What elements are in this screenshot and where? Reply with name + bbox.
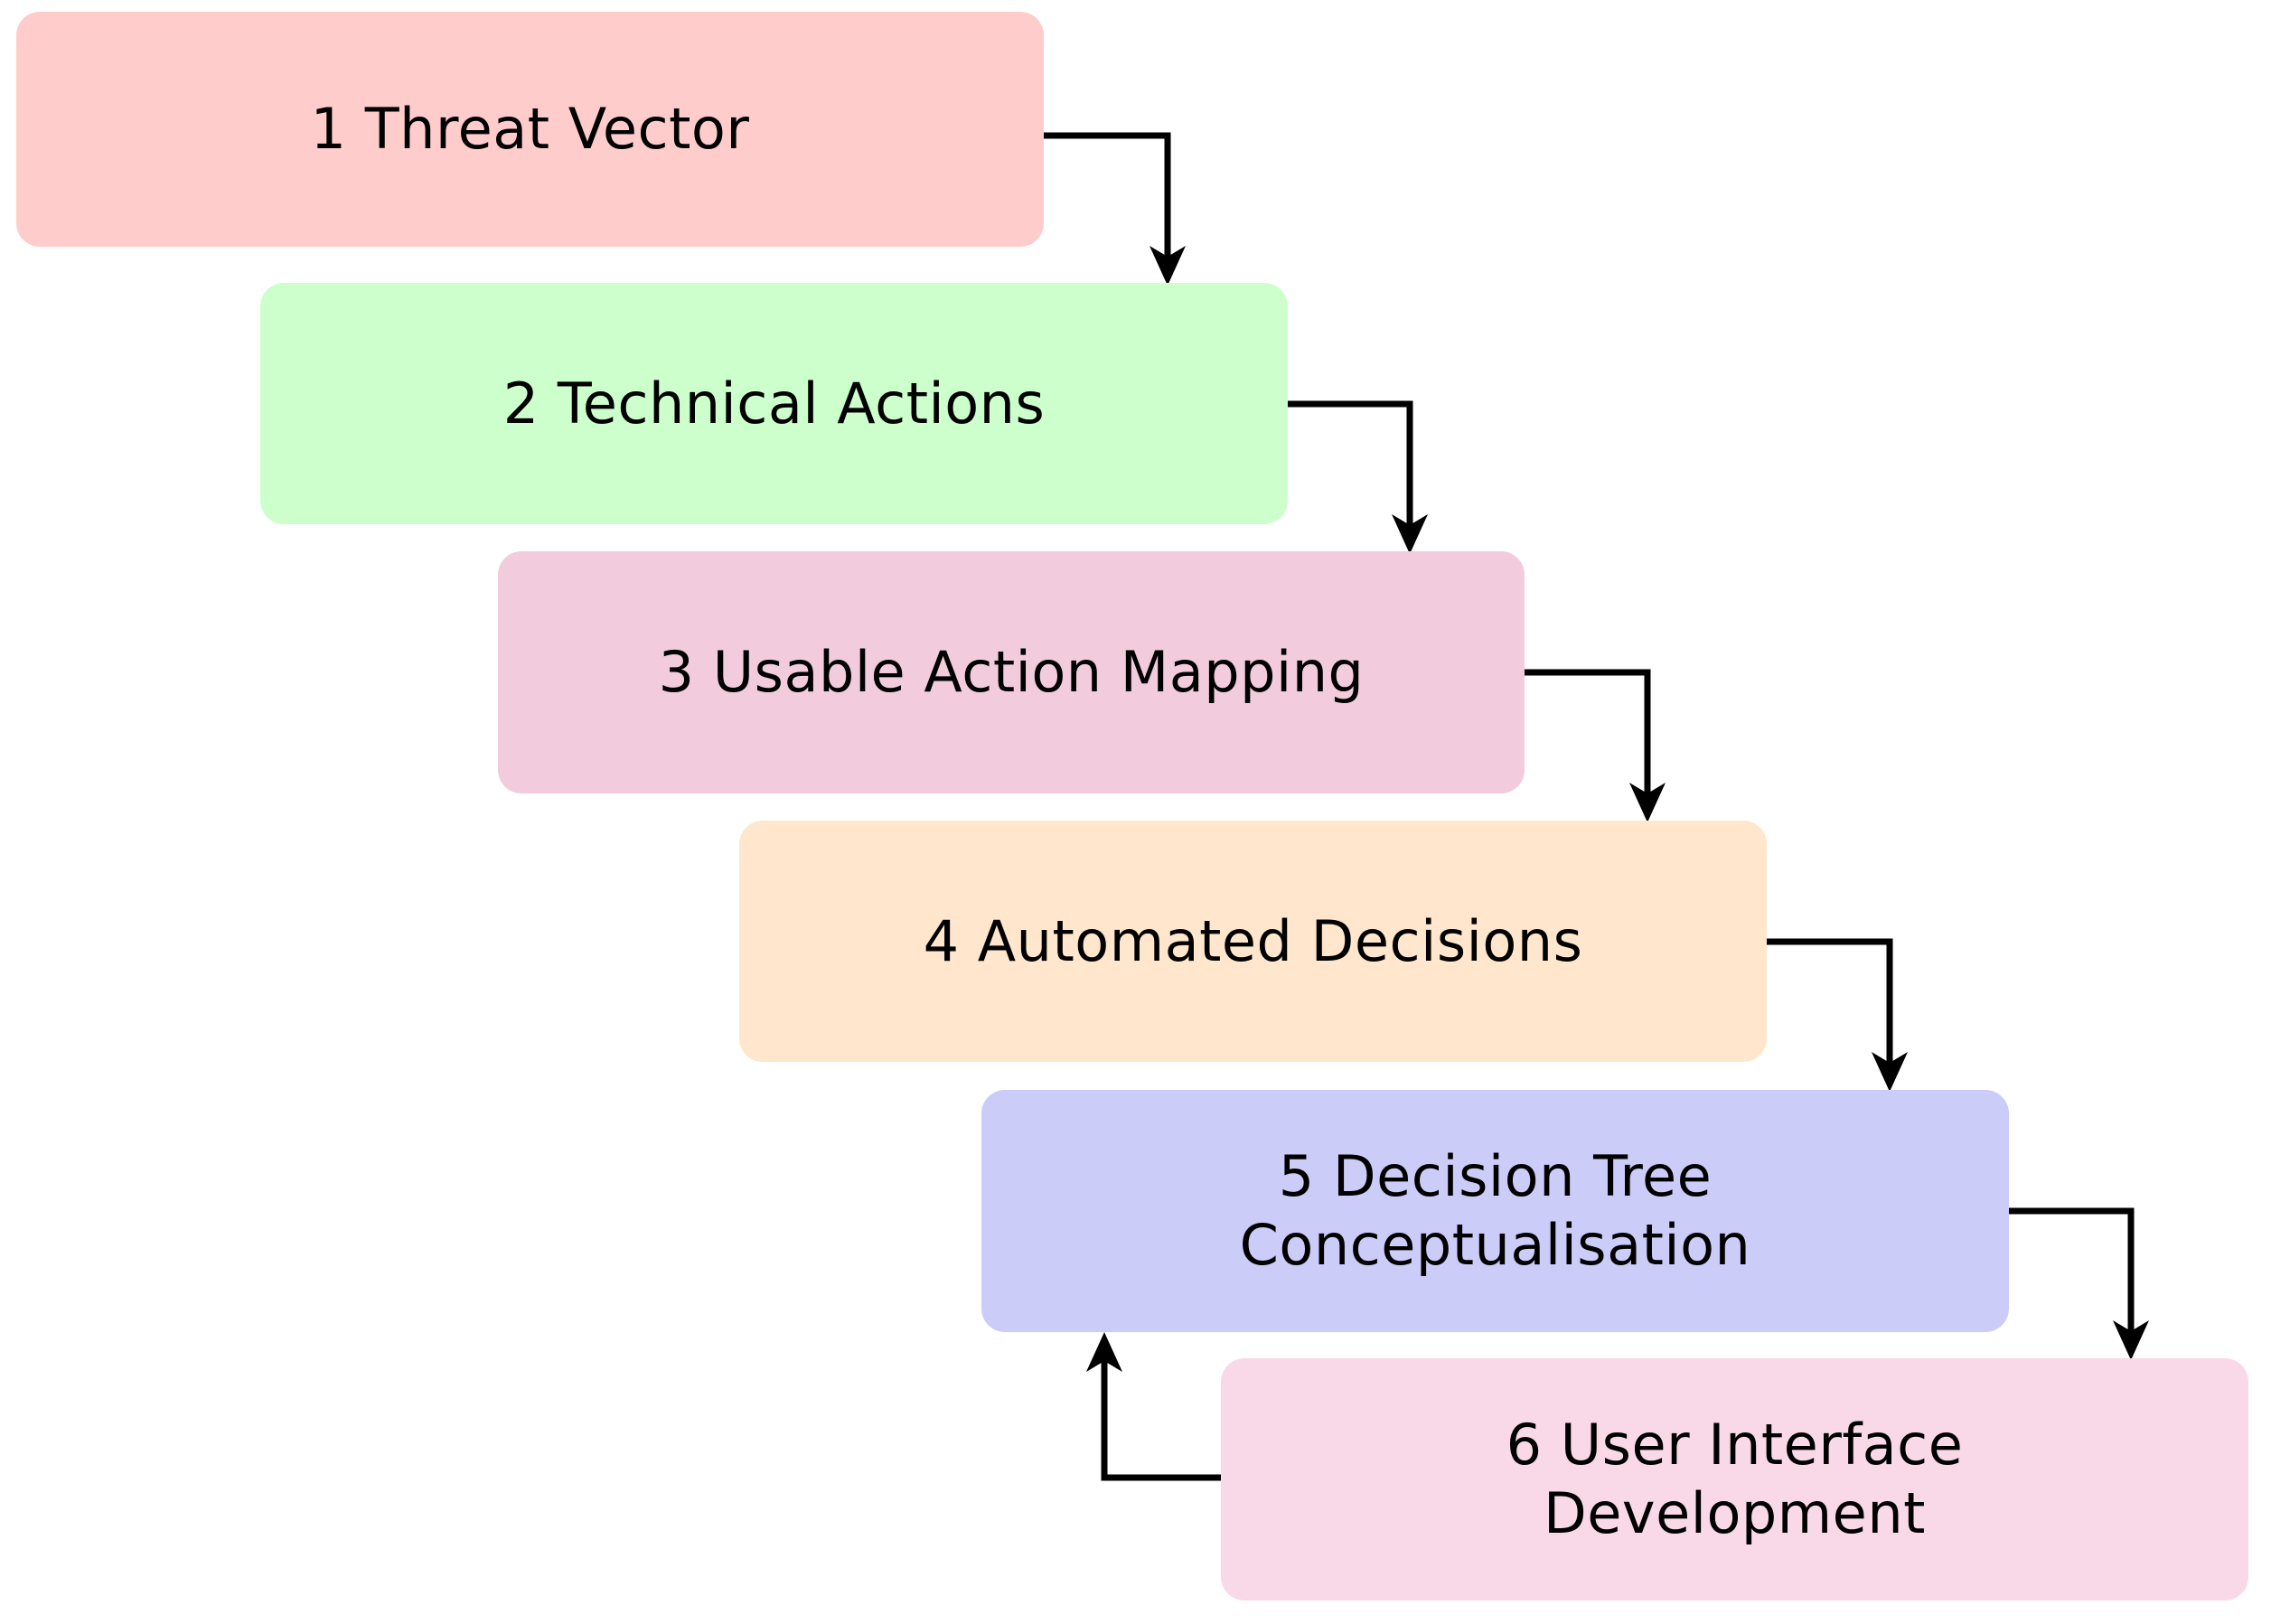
node-automated-decisions[interactable]: 4 Automated Decisions [739, 821, 1767, 1062]
node-technical-actions[interactable]: 2 Technical Actions [260, 283, 1288, 524]
edge-threat-vector-to-technical-actions [1044, 132, 1186, 286]
edge-user-interface-development-to-decision-tree-conceptualisation-feedback [1086, 1332, 1227, 1481]
edge-automated-decisions-to-decision-tree-conceptualisation [1767, 938, 1908, 1092]
edge-usable-action-mapping-to-automated-decisions [1525, 669, 1666, 822]
edge-technical-actions-to-usable-action-mapping [1288, 400, 1428, 554]
node-user-interface-development[interactable]: 6 User Interface Development [1221, 1358, 2248, 1601]
node-usable-action-mapping[interactable]: 3 Usable Action Mapping [498, 551, 1525, 793]
edge-decision-tree-conceptualisation-to-user-interface-development [2009, 1207, 2149, 1360]
node-threat-vector[interactable]: 1 Threat Vector [16, 12, 1044, 247]
node-decision-tree-conceptualisation[interactable]: 5 Decision Tree Conceptualisation [981, 1090, 2009, 1332]
